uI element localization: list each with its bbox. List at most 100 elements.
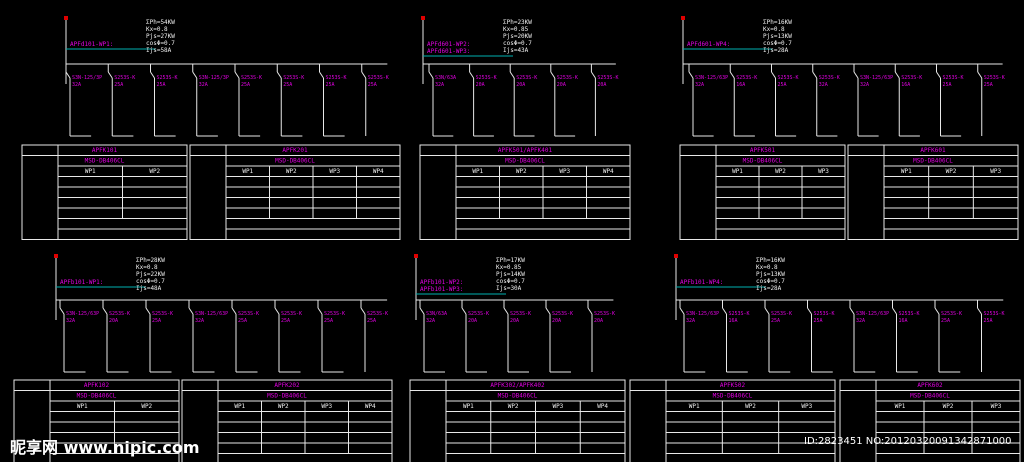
breaker-model: S253S-K [510,311,531,317]
breaker-rating: 25A [367,318,376,324]
breaker-model: S3N/63A [426,311,447,317]
breaker-contact [812,71,818,79]
table-title: APFK202 [274,382,300,389]
load-param: cosΦ=0.7 [136,278,165,285]
load-param: ΣPh=16KW [756,257,785,264]
breaker-rating: 32A [695,82,704,88]
table-col-header: WP3 [552,403,563,410]
breaker-model: S253S-K [594,311,615,317]
table-col-header: WP2 [278,403,289,410]
breaker-rating: 16A [901,82,910,88]
feeder-ref-label: APFb101-WP3: [420,286,463,293]
table-col-header: WP3 [990,168,1001,175]
breaker-contact [469,71,475,79]
breaker-rating: 32A [856,318,865,324]
circuit-group: APFb101-WP4:ΣPh=16KWKx=0.8Pjs=13KWcosΦ=0… [629,254,1021,462]
breaker-contact [188,307,194,315]
breaker-contact [545,307,551,315]
breaker-model: S253S-K [736,75,757,81]
table-model: MSD-DB406CL [498,393,538,400]
table-col-header: WP4 [373,168,384,175]
breaker-rating: 25A [238,318,247,324]
table-title: APFK102 [84,382,110,389]
load-param: ΣPh=23KW [503,19,532,26]
breaker-model: S253S-K [368,75,389,81]
breaker-rating: 32A [199,82,208,88]
breaker-contact [849,307,855,315]
breaker-model: S253S-K [778,75,799,81]
breaker-contact [360,307,366,315]
table-col-header: WP4 [597,403,608,410]
breaker-contact [722,307,727,315]
breaker-contact [590,71,596,79]
breaker-rating: 20A [552,318,561,324]
breaker-contact [977,71,983,79]
table-col-header: WP1 [85,168,96,175]
load-param: Ijs=28A [756,285,782,292]
breaker-contact [977,307,982,315]
breaker-model: S253S-K [157,75,178,81]
table-frame [839,379,1021,462]
breaker-model: S253S-K [281,311,302,317]
table-col-header: WP3 [818,168,829,175]
load-param: cosΦ=0.7 [146,40,175,47]
breaker-model: S253S-K [771,311,792,317]
breaker-contact [150,71,155,79]
load-param: ΣPh=28KW [136,257,165,264]
breaker-model: S253S-K [597,75,618,81]
load-param: ΣPh=16KW [763,19,792,26]
breaker-model: S253S-K [367,311,388,317]
breaker-rating: 25A [324,318,333,324]
breaker-rating: 25A [368,82,377,88]
breaker-contact [764,307,770,315]
breaker-rating: 16A [736,82,745,88]
breaker-contact [274,307,280,315]
breaker-contact [276,71,282,79]
load-param: Ijs=43A [503,47,529,54]
breaker-model: S3N-125/3P [72,75,102,81]
breaker-contact [317,307,323,315]
table-col-header: WP2 [286,168,297,175]
breaker-model: S3N-125/63P [860,75,893,81]
breaker-contact [231,307,237,315]
table-model: MSD-DB406CL [743,158,783,165]
breaker-rating: 25A [283,82,292,88]
circuit-group: APFd601-WP2:APFd601-WP3:ΣPh=23KWKx=0.85P… [419,16,631,240]
breaker-model: S3N-125/63P [856,311,889,317]
load-param: Pjs=27KW [146,33,175,40]
feeder-ref-label: APFb101-WP4: [680,279,723,286]
breaker-rating: 20A [109,318,118,324]
breaker-model: S253S-K [819,75,840,81]
breaker-rating: 25A [943,82,952,88]
breaker-rating: 25A [157,82,166,88]
breaker-model: S253S-K [326,75,347,81]
table-col-header: WP4 [603,168,614,175]
circuit-group: APFd101-WP1:ΣPh=54KWKx=0.8Pjs=27KWcosΦ=0… [21,16,401,240]
breaker-model: S253S-K [901,75,922,81]
table-frame [13,379,180,462]
breaker-contact [894,71,900,79]
load-param: Ijs=28A [763,47,789,54]
breaker-rating: 20A [597,82,606,88]
table-col-header: WP2 [149,168,160,175]
table-title: APFK501 [750,147,776,154]
breaker-contact [934,307,940,315]
breaker-model: S253S-K [109,311,130,317]
breaker-contact [587,307,593,315]
table-frame [679,144,846,240]
table-col-header: WP4 [365,403,376,410]
breaker-contact [145,307,151,315]
breaker-contact [102,307,108,315]
breaker-rating: 25A [114,82,123,88]
load-param: Pjs=13KW [756,271,785,278]
breaker-rating: 16A [729,318,738,324]
table-col-header: WP1 [689,403,700,410]
table-col-header: WP2 [141,403,152,410]
breaker-rating: 32A [72,82,81,88]
breaker-rating: 20A [516,82,525,88]
